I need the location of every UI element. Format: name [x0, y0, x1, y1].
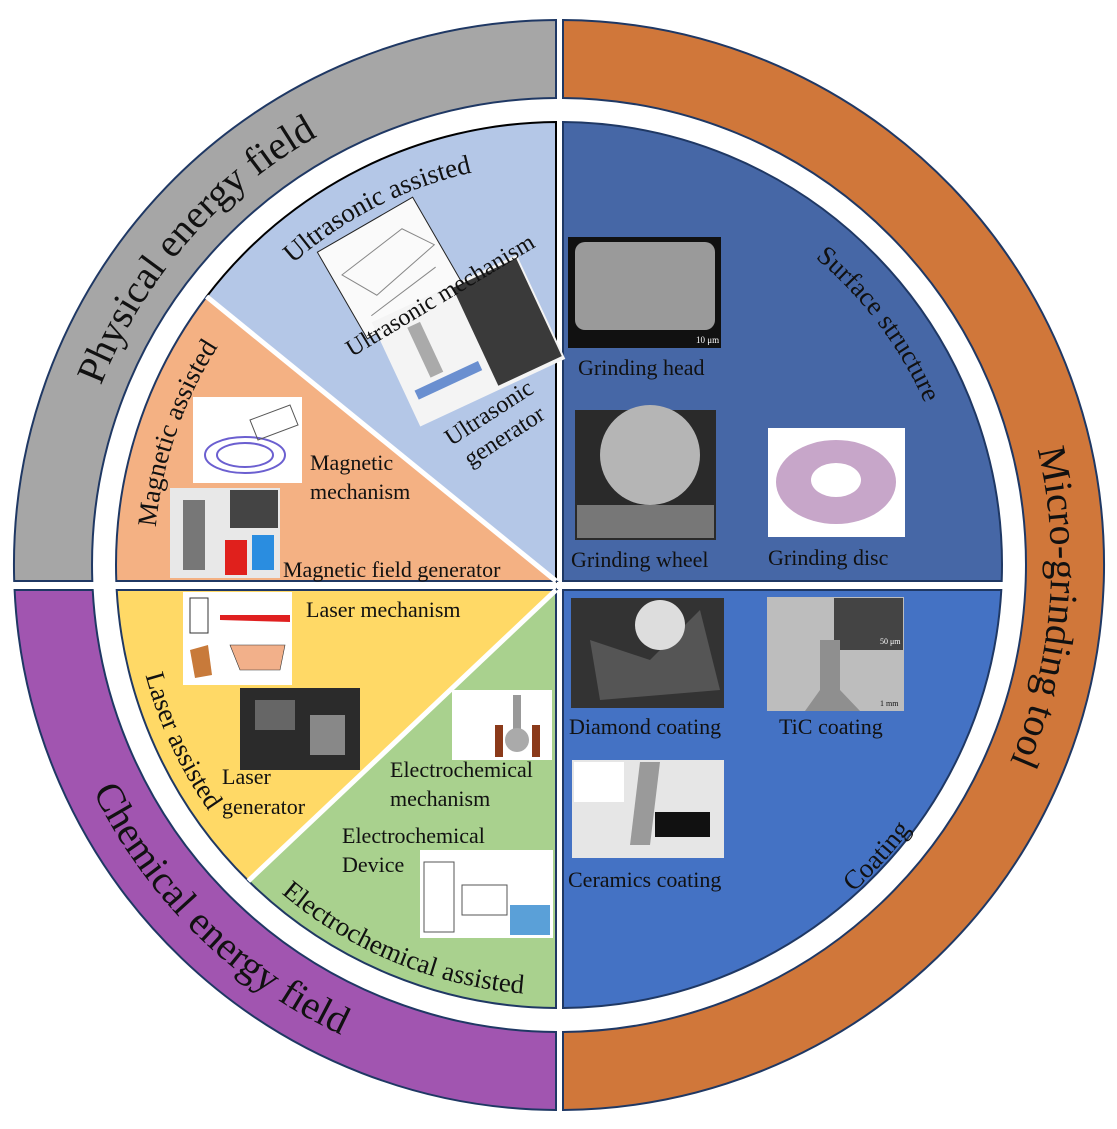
scale-bar-grinding-head: 10 μm — [696, 335, 719, 345]
label-laser-mechanism: Laser mechanism — [306, 597, 461, 622]
label-diamond-coating: Diamond coating — [569, 714, 721, 739]
laser-generator-image — [240, 688, 360, 770]
divider-line — [246, 588, 558, 883]
label-magnetic-field-generator: Magnetic field generator — [283, 557, 501, 582]
label-electrochemical-device-line1: Electrochemical — [342, 823, 485, 848]
scale-bar-tic-inset: 50 μm — [880, 637, 901, 646]
ceramics-coating-image — [572, 760, 724, 858]
sector-ultrasonic-assisted — [205, 120, 557, 584]
label-grinding-wheel: Grinding wheel — [571, 547, 708, 572]
label-ceramics-coating: Ceramics coating — [568, 867, 721, 892]
ring-chemical-energy-field — [13, 589, 557, 1112]
label-magnetic-mechanism-line1: Magnetic — [310, 450, 393, 475]
label-laser-generator-line2: generator — [222, 794, 306, 819]
ring-micro-grinding-tool — [562, 18, 1106, 1112]
ring-physical-energy-field — [12, 18, 557, 582]
divider-line — [205, 294, 558, 583]
electrochemical-device-image — [420, 850, 553, 938]
label-grinding-head: Grinding head — [578, 355, 704, 380]
scale-bar-tic: 1 mm — [880, 699, 899, 708]
label-electrochemical-mechanism-line1: Electrochemical — [390, 757, 533, 782]
laser-mechanism-image — [183, 592, 292, 685]
grinding-disc-image — [768, 428, 905, 537]
magnetic-mechanism-image — [193, 397, 302, 483]
tic-coating-image: 50 μm 1 mm — [767, 597, 904, 711]
grinding-wheel-image — [575, 405, 716, 540]
label-electrochemical-mechanism-line2: mechanism — [390, 786, 490, 811]
label-laser-generator-line1: Laser — [222, 764, 272, 789]
label-grinding-disc: Grinding disc — [768, 545, 889, 570]
label-tic-coating: TiC coating — [779, 714, 883, 739]
label-electrochemical-device-line2: Device — [342, 852, 404, 877]
magnetic-field-generator-image — [170, 488, 280, 578]
label-magnetic-mechanism-line2: mechanism — [310, 479, 410, 504]
grinding-head-image: 10 μm — [568, 237, 721, 348]
ultrasonic-generator-image — [371, 254, 566, 427]
diamond-coating-image — [571, 598, 724, 708]
electrochemical-mechanism-image — [452, 690, 552, 760]
